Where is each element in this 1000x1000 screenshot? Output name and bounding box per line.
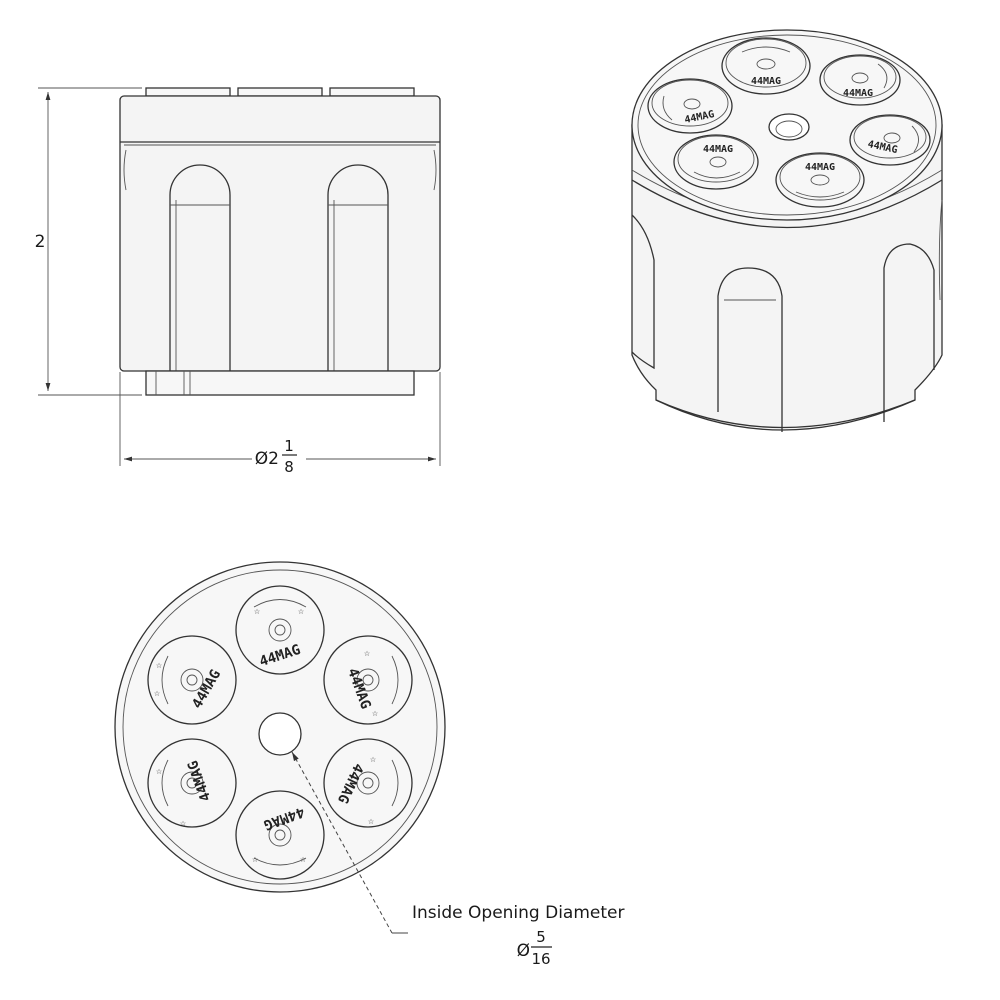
svg-text:☆: ☆	[364, 648, 370, 659]
front-view	[119, 87, 441, 396]
svg-text:☆: ☆	[154, 688, 160, 699]
diameter-frac-num: 1	[284, 437, 294, 455]
svg-text:☆: ☆	[180, 818, 186, 829]
iso-center-hole	[768, 113, 810, 141]
svg-text:44MAG: 44MAG	[843, 88, 873, 99]
svg-text:☆: ☆	[370, 754, 376, 765]
iso-flute-2	[717, 267, 783, 432]
iso-casing-top: 44MAG	[721, 37, 811, 95]
iso-casing-upper-left: 44MAG	[647, 78, 733, 134]
svg-text:44MAG: 44MAG	[805, 162, 835, 173]
iso-casing-right: 44MAG	[849, 114, 931, 166]
callout-label: Inside Opening Diameter	[412, 903, 624, 923]
callout-diameter-prefix: Ø	[517, 941, 530, 961]
svg-text:☆: ☆	[298, 606, 304, 617]
iso-casing-bottom: 44MAG	[775, 152, 865, 208]
height-dimension: 2	[35, 87, 142, 396]
flute-left	[169, 164, 231, 371]
top-view: ☆ ☆ 44MAG ☆ ☆ 44MAG ☆ ☆ 44MAG ☆	[114, 561, 446, 893]
callout-frac-num: 5	[536, 928, 546, 946]
bottom-step	[145, 370, 415, 396]
iso-flute-3	[883, 243, 935, 422]
height-label: 2	[35, 232, 46, 252]
iso-flute-1	[631, 214, 655, 370]
casing-bottom: ☆ ☆ 44MAG	[235, 790, 325, 880]
svg-text:44MAG: 44MAG	[751, 76, 781, 87]
flute-right	[327, 164, 389, 371]
center-hole	[258, 712, 302, 756]
front-body	[119, 95, 441, 372]
isometric-view: 44MAG 44MAG 44MAG 44MAG	[631, 29, 943, 432]
svg-text:☆: ☆	[252, 854, 258, 865]
svg-text:☆: ☆	[254, 606, 260, 617]
width-dimension: Ø2 1 8	[119, 372, 441, 476]
svg-text:☆: ☆	[156, 766, 162, 777]
svg-text:☆: ☆	[372, 708, 378, 719]
svg-text:☆: ☆	[300, 854, 306, 865]
casing-upper-right: ☆ ☆ 44MAG	[323, 635, 413, 725]
opening-callout: Inside Opening Diameter Ø 5 16	[291, 751, 624, 968]
svg-text:44MAG: 44MAG	[703, 144, 733, 155]
diameter-label: Ø2	[255, 449, 279, 469]
casing-lower-right: ☆ ☆ 44MAG	[323, 738, 413, 828]
callout-frac-den: 16	[531, 950, 550, 968]
diameter-frac-den: 8	[284, 458, 294, 476]
casing-top: ☆ ☆ 44MAG	[235, 585, 325, 675]
svg-text:☆: ☆	[156, 660, 162, 671]
iso-casing-lower-left: 44MAG	[673, 134, 759, 190]
svg-text:☆: ☆	[368, 816, 374, 827]
iso-casing-upper-right: 44MAG	[819, 54, 901, 106]
casing-lower-left: ☆ ☆ 44MAG	[147, 738, 237, 829]
casing-upper-left: ☆ ☆ 44MAG	[147, 635, 237, 725]
